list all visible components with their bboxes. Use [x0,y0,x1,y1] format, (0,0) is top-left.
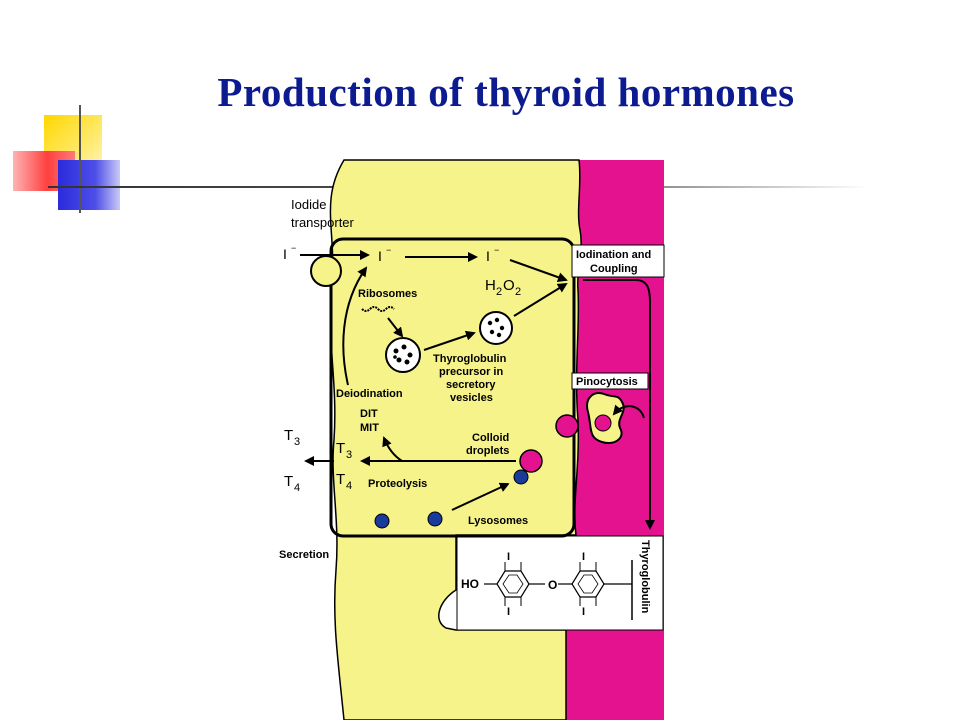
iodination-label-2: Coupling [590,263,638,275]
iodide-charge-outside: − [291,243,296,253]
lysosome-3 [513,469,529,485]
pinocytosis-label: Pinocytosis [576,376,638,388]
iodination-label-box [571,244,665,278]
t3-inside-t: T [336,440,345,457]
slide-title: Production of thyroid hormones [217,69,795,115]
iodide-transporter-label-2: transporter [291,215,355,230]
arrow-lysosome [451,482,510,511]
iodine-atom-2: I [507,606,510,618]
iodine-atom-1: I [507,551,510,563]
pinocytosis-droplet [594,414,612,432]
cytoplasm-region [329,159,582,720]
iodide-transporter-label-1: Iodide [291,197,326,212]
lysosomes-label: Lysosomes [468,515,528,527]
h2o2-o: O [503,277,515,294]
arrow-to-dit-mit [382,436,403,462]
colloid-label-1: Colloid [472,432,509,444]
ribosome-strand [361,306,395,312]
iodide-ion-apical: I [486,248,490,264]
arrow-vesicle-to-vesicle [423,330,476,351]
colloid-droplet [519,449,543,473]
t4-outside-sub: 4 [294,482,300,494]
arrow-pinocytosis [612,404,645,419]
precursor-label-1: Thyroglobulin [433,353,507,365]
t3-outside-sub: 3 [294,436,300,448]
precursor-label-4: vesicles [450,392,493,404]
lysosome-2 [427,511,443,527]
secretory-vesicle-2 [479,311,513,345]
secretion-label: Secretion [279,549,329,561]
mit-label: MIT [360,422,379,434]
arrow-coupling-to-thyroglobulin [583,279,655,530]
dit-label: DIT [360,408,378,420]
iodine-atom-4: I [582,606,585,618]
h2o2-sub-2b: 2 [515,286,521,298]
t4-inside-sub: 4 [346,480,352,492]
ether-o-label: O [548,578,557,592]
h2o2-h: H [485,277,496,294]
arrow-deiodination [342,266,368,386]
t3-inside-sub: 3 [346,449,352,461]
decor-square-blue [58,160,120,210]
precursor-label-2: precursor in [439,366,503,378]
iodide-ion-outside: I [283,246,287,262]
thyroglobulin-box [456,535,664,631]
deiodination-label: Deiodination [336,388,403,400]
pinocytosis-label-box [571,372,649,390]
secretory-vesicle-1 [385,337,421,373]
arrow-ribosome-to-vesicle [387,317,404,338]
colloid-label-2: droplets [466,445,509,457]
iodine-atom-3: I [582,551,585,563]
iodination-label-1: Iodination and [576,249,651,261]
iodide-charge-apical: − [494,245,499,255]
iodide-ion-cell: I [378,248,382,264]
colloid-droplet-entering [555,414,579,438]
decor-line-vertical [79,105,81,213]
proteolysis-label: Proteolysis [368,478,427,490]
lysosome-1 [374,513,390,529]
precursor-label-3: secretory [446,379,496,391]
thyroglobulin-label: Thyroglobulin [639,540,651,614]
ribosomes-label: Ribosomes [358,288,417,300]
ho-label: HO [461,577,479,591]
t4-inside-t: T [336,471,345,488]
t3-outside-t: T [284,427,293,444]
arrow-vesicle-to-apical [513,282,568,317]
t4-outside-t: T [284,473,293,490]
iodide-transporter-circle [310,255,342,287]
arrow-iodide-apical [509,259,568,283]
iodide-charge-cell: − [386,245,391,255]
h2o2-sub-2a: 2 [496,286,502,298]
